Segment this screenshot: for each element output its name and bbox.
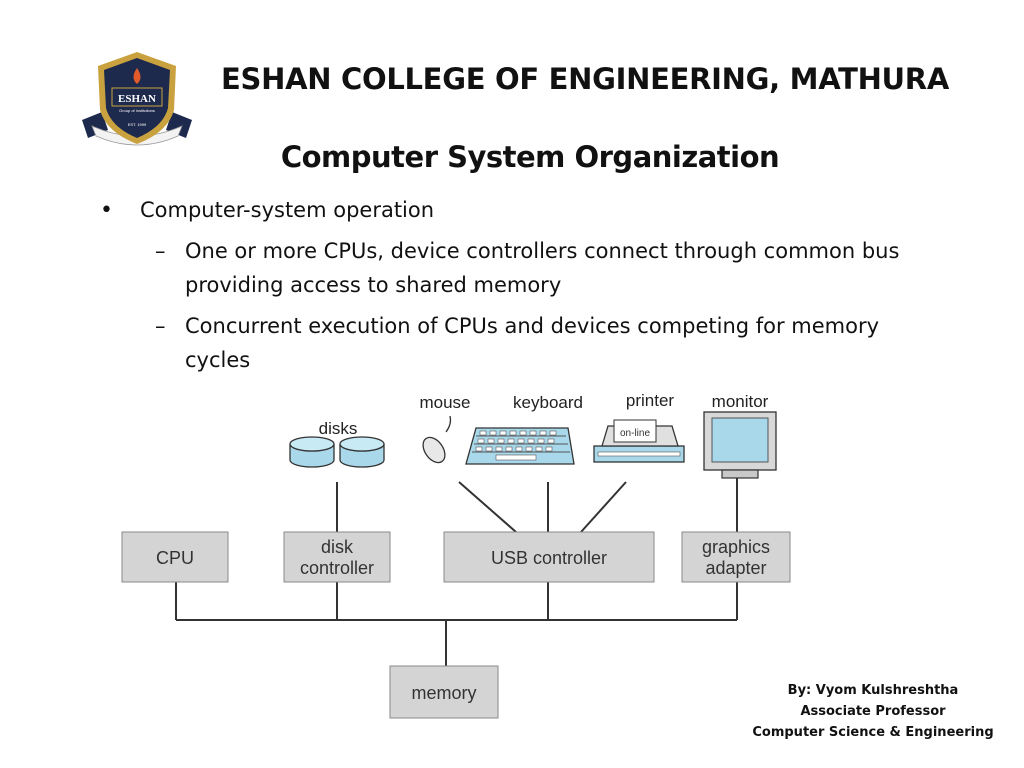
keyboard-label: keyboard	[513, 393, 583, 412]
sub-bullet-item: One or more CPUs, device controllers con…	[185, 239, 900, 297]
slide-title: Computer System Organization	[280, 140, 780, 174]
logo-tagline: Group of Institutions	[119, 108, 155, 113]
disk-controller-box: disk controller	[283, 531, 391, 583]
author-title: Associate Professor	[800, 704, 946, 719]
college-logo: ESHAN Group of Institutions EST. 1999	[82, 52, 192, 146]
bus-lines	[175, 478, 738, 666]
author-department: Computer Science & Engineering	[752, 725, 994, 740]
cpu-box: CPU	[121, 531, 229, 583]
cpu-label: CPU	[156, 548, 194, 568]
printer-panel-label: on-line	[620, 428, 650, 439]
monitor-label: monitor	[712, 392, 769, 411]
disks-icon	[289, 436, 385, 468]
college-name: ESHAN COLLEGE OF ENGINEERING, MATHURA	[221, 62, 949, 96]
sub-bullet-marker: –	[155, 239, 166, 263]
sub-bullet-item: Concurrent execution of CPUs and devices…	[185, 314, 880, 372]
mouse-icon	[422, 415, 452, 464]
monitor-icon	[703, 411, 777, 479]
bullet-marker: •	[100, 198, 113, 223]
system-organization-diagram: CPU disk controller USB controller graph…	[121, 391, 791, 719]
logo-est: EST. 1999	[128, 122, 147, 127]
memory-box: memory	[389, 665, 499, 719]
logo-name: ESHAN	[118, 93, 156, 105]
mouse-label: mouse	[419, 393, 470, 412]
sub-bullet-marker: –	[155, 314, 166, 338]
usb-controller-box: USB controller	[443, 531, 655, 583]
bullet-item: Computer-system operation	[140, 198, 435, 222]
disks-label: disks	[319, 419, 358, 438]
disk-controller-label: controller	[300, 558, 374, 578]
author-name: By: Vyom Kulshreshtha	[787, 683, 959, 698]
usb-controller-label: USB controller	[491, 548, 607, 568]
graphics-adapter-label: adapter	[705, 558, 766, 578]
disk-controller-label: disk	[321, 537, 354, 557]
author-block: By: Vyom Kulshreshtha Associate Professo…	[748, 680, 998, 743]
printer-icon: on-line	[593, 419, 685, 463]
printer-label: printer	[626, 391, 675, 410]
memory-label: memory	[411, 683, 476, 703]
graphics-adapter-box: graphics adapter	[681, 531, 791, 583]
graphics-adapter-label: graphics	[702, 537, 770, 557]
keyboard-icon	[465, 427, 575, 465]
